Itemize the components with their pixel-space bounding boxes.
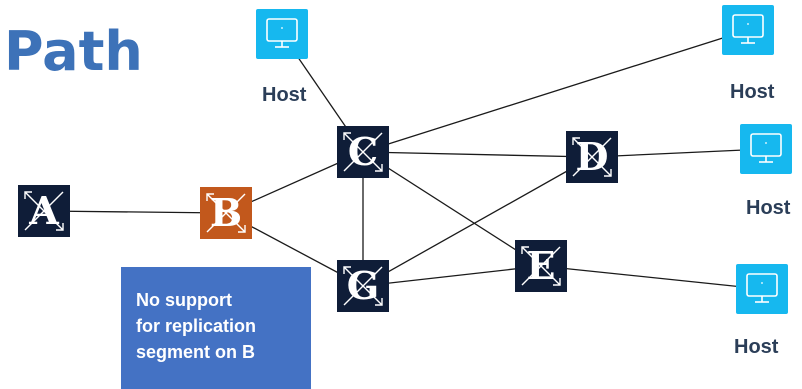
link-C-host-top-right [362, 29, 749, 153]
router-label: C [347, 129, 379, 174]
link-G-E [362, 265, 542, 287]
router-b[interactable]: B [200, 187, 252, 239]
host-label: Host [262, 84, 307, 106]
router-arrows-icon [24, 191, 64, 231]
monitor-icon [750, 133, 782, 163]
link-C-D [362, 151, 593, 158]
host-label: Host [746, 197, 791, 219]
router-arrows-icon [343, 266, 383, 306]
link-D-host-mid-right [591, 148, 767, 158]
router-c[interactable]: C [337, 126, 389, 178]
link-C-E [362, 151, 542, 267]
host-bottom-right[interactable] [736, 264, 788, 314]
router-label: E [526, 243, 556, 288]
note-line: segment on B [136, 342, 256, 362]
note-line: No support [136, 290, 232, 310]
link-G-D [362, 156, 593, 287]
monitor-icon [746, 273, 778, 303]
router-arrows-icon [206, 193, 246, 233]
router-arrows-icon [343, 132, 383, 172]
router-d[interactable]: D [566, 131, 618, 183]
note-line: for replication [136, 316, 257, 336]
host-mid-right[interactable] [740, 124, 792, 174]
host-label: Host [730, 81, 775, 103]
monitor-icon [266, 18, 298, 48]
router-g[interactable]: G [337, 260, 389, 312]
note-callout: No support for replication segment on B [121, 267, 311, 389]
diagram-title: Path [4, 20, 143, 83]
router-label: B [209, 190, 243, 235]
router-label: G [346, 263, 380, 308]
router-arrows-icon [572, 137, 612, 177]
router-a[interactable]: A [18, 185, 70, 237]
router-arrows-icon [521, 246, 561, 286]
router-e[interactable]: E [515, 240, 567, 292]
link-E-host-bottom-right [540, 265, 763, 290]
host-top-right[interactable] [722, 5, 774, 55]
router-label: A [29, 188, 59, 233]
monitor-icon [732, 14, 764, 44]
host-top-left[interactable] [256, 9, 308, 59]
host-label: Host [734, 336, 779, 358]
router-label: D [575, 134, 609, 179]
link-A-B [43, 210, 227, 214]
